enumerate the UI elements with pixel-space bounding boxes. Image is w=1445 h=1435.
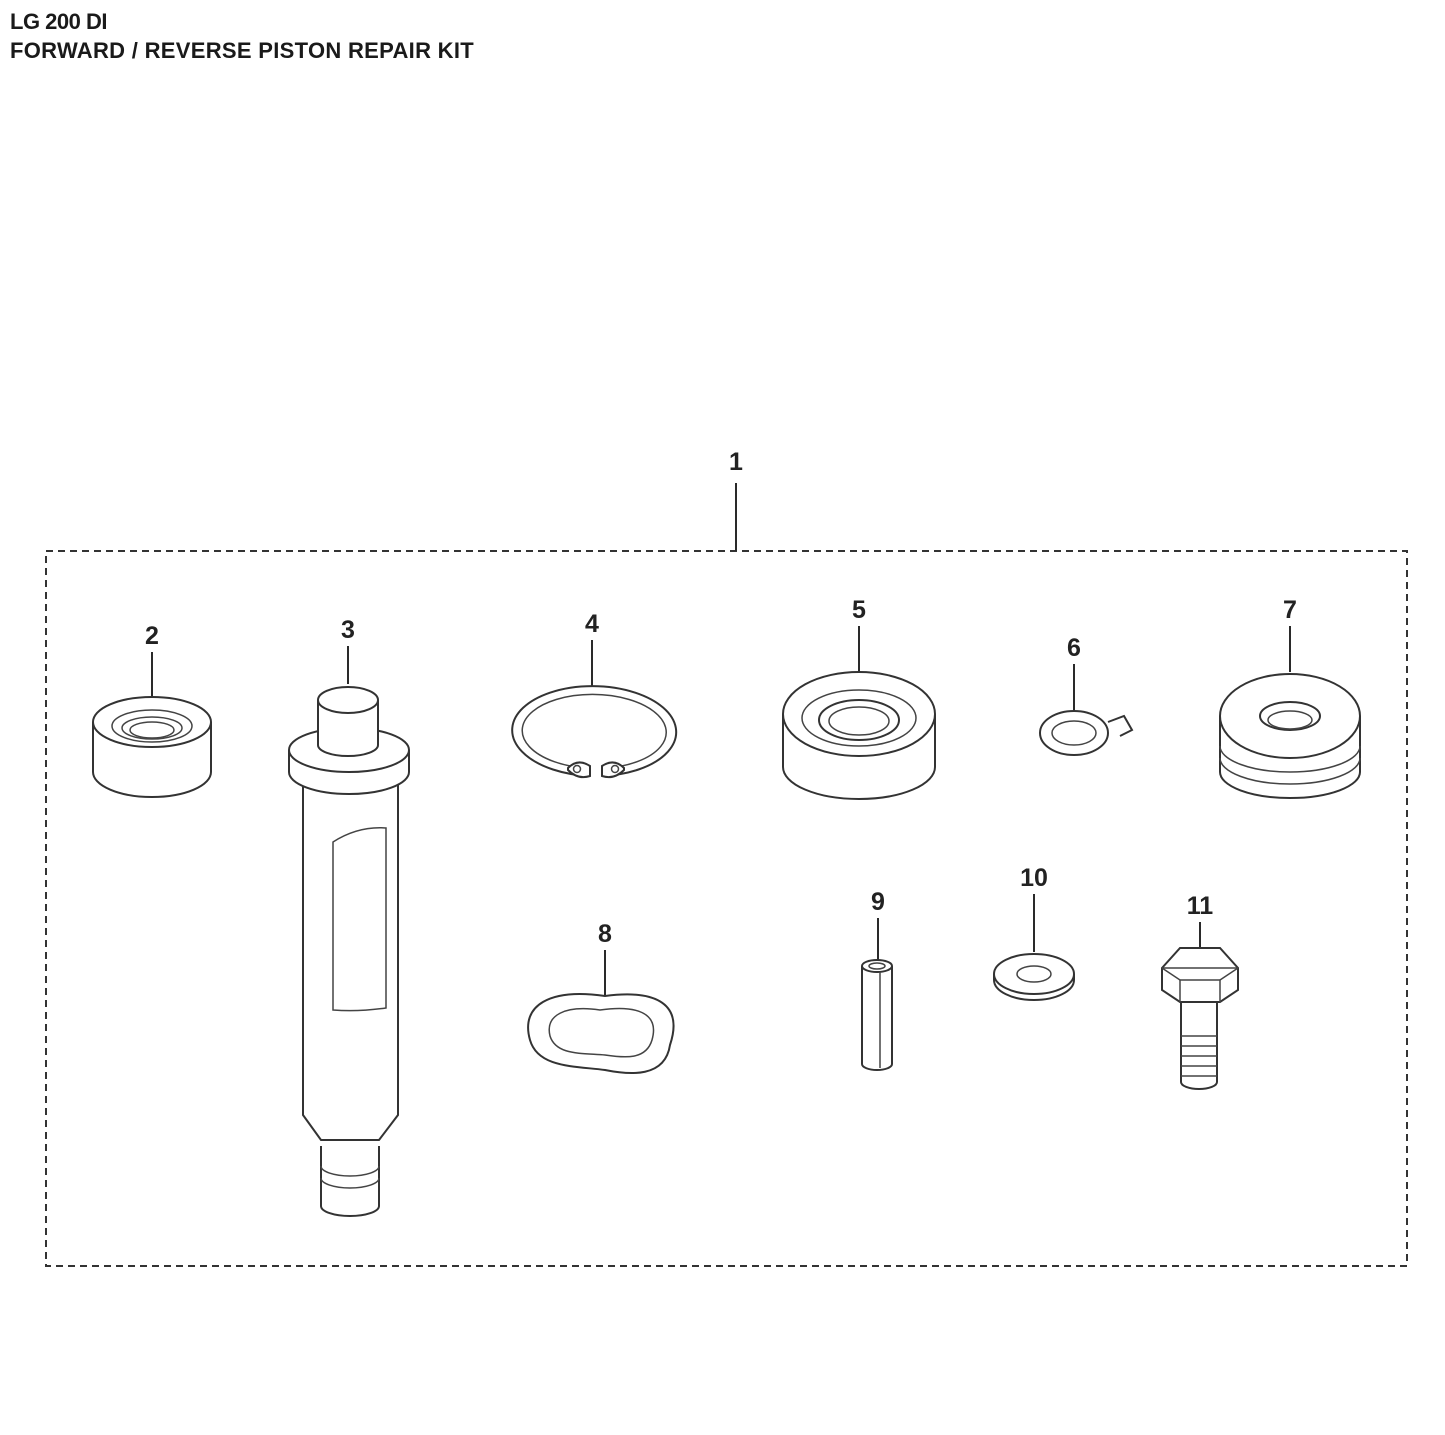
callout-2: 2 bbox=[145, 622, 159, 650]
part-8-wave-washer: 8 bbox=[527, 920, 675, 1075]
model-name: LG 200 DI bbox=[10, 9, 107, 34]
part-9-roll-pin: 9 bbox=[861, 888, 893, 1071]
part-4-circlip: 4 bbox=[511, 610, 678, 779]
part-10-washer: 10 bbox=[993, 864, 1075, 1001]
part-3-piston-shaft: 3 bbox=[288, 616, 410, 1217]
callout-10: 10 bbox=[1020, 864, 1048, 892]
callout-5: 5 bbox=[852, 596, 866, 624]
callout-1: 1 bbox=[729, 448, 743, 476]
part-6-tab-washer: 6 bbox=[1039, 634, 1134, 756]
callout-6: 6 bbox=[1067, 634, 1081, 662]
title-block: LG 200 DI FORWARD / REVERSE PISTON REPAI… bbox=[10, 8, 474, 66]
callout-4: 4 bbox=[585, 610, 599, 638]
callout-11: 11 bbox=[1187, 892, 1214, 920]
part-7-piston-seal: 7 bbox=[1219, 596, 1361, 799]
page-title: FORWARD / REVERSE PISTON REPAIR KIT bbox=[10, 38, 475, 63]
kit-boundary bbox=[45, 550, 1408, 1267]
callout-8: 8 bbox=[598, 920, 612, 948]
callout-9: 9 bbox=[871, 888, 885, 916]
callout-3: 3 bbox=[341, 616, 355, 644]
part-5-bearing: 5 bbox=[782, 596, 936, 800]
part-2-bearing: 2 bbox=[92, 622, 212, 798]
part-11-hex-bolt: 11 bbox=[1161, 892, 1239, 1090]
callout-7: 7 bbox=[1283, 596, 1297, 624]
